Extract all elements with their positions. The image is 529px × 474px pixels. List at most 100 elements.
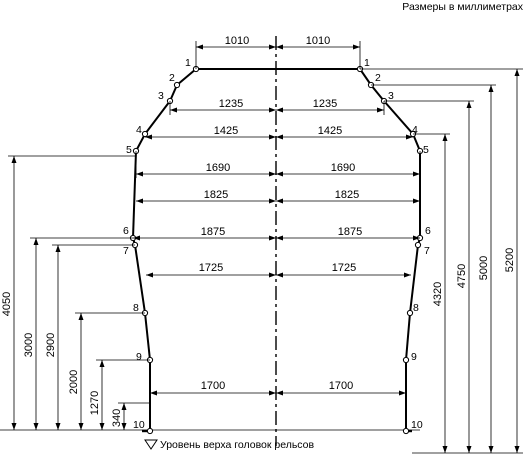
arrow-1825-cr xyxy=(276,198,283,204)
dim-1690-right-label: 1690 xyxy=(331,162,355,174)
arrow-4750-bot xyxy=(466,446,472,453)
arrow-1700-cl xyxy=(269,390,276,396)
point-2-right-label: 2 xyxy=(375,72,381,84)
point-4-right-label: 4 xyxy=(412,124,418,136)
arrow-4050-top xyxy=(11,156,17,163)
point-1-left-label: 1 xyxy=(185,57,191,69)
arrow-1010-l xyxy=(196,44,203,50)
arrow-1235-l xyxy=(170,107,177,113)
arrow-1875-r xyxy=(413,235,420,241)
arrow-340-top xyxy=(121,403,127,410)
point-5-left-label: 5 xyxy=(126,144,132,156)
arrow-5000-bot xyxy=(488,446,494,453)
arrow-1010-cr xyxy=(276,44,283,50)
point-2-left-marker xyxy=(173,81,181,89)
arrow-1690-l xyxy=(136,171,143,177)
dim-4050-label: 4050 xyxy=(1,292,13,316)
arrow-1010-cl xyxy=(269,44,276,50)
arrow-3000-top xyxy=(33,238,39,245)
dim-1875-left-label: 1875 xyxy=(201,226,225,238)
dim-5000-label: 5000 xyxy=(478,256,490,280)
dim-4320-label: 4320 xyxy=(432,282,444,306)
dim-1690-left-label: 1690 xyxy=(206,162,230,174)
dim-1235-right-label: 1235 xyxy=(313,98,337,110)
dim-1725-right-label: 1725 xyxy=(332,262,356,274)
dim-2900-label: 2900 xyxy=(45,333,57,357)
point-8-left-label: 8 xyxy=(133,302,139,314)
arrow-4750-top xyxy=(466,101,472,108)
point-3-right-label: 3 xyxy=(388,90,394,102)
arrow-1825-r xyxy=(413,198,420,204)
arrow-1235-cr xyxy=(276,107,283,113)
units-note: Размеры в миллиметрах xyxy=(402,1,523,13)
arrow-5200-bot xyxy=(514,446,520,453)
point-10-left-label: 10 xyxy=(133,419,145,431)
arrow-1235-cl xyxy=(269,107,276,113)
arrow-1425-r xyxy=(406,134,413,140)
arrow-1875-l xyxy=(133,235,140,241)
point-7-left-label: 7 xyxy=(123,245,129,257)
arrow-1725-cl xyxy=(269,272,276,278)
arrow-1700-r xyxy=(399,390,406,396)
arrow-1875-cl xyxy=(269,235,276,241)
dim-1700-left-label: 1700 xyxy=(201,380,225,392)
arrow-1690-r xyxy=(413,171,420,177)
dim-1270-label: 1270 xyxy=(89,391,101,415)
arrow-340-bot xyxy=(121,423,127,430)
dim-340-label: 340 xyxy=(111,409,123,427)
arrow-5200-top xyxy=(514,69,520,76)
point-9-right-marker xyxy=(402,356,410,364)
arrow-4320-bot xyxy=(442,446,448,453)
point-6-left-label: 6 xyxy=(123,225,129,237)
arrow-1700-cr xyxy=(276,390,283,396)
dim-4750-label: 4750 xyxy=(456,264,468,288)
arrow-2900-top xyxy=(55,245,61,252)
arrow-1875-cr xyxy=(276,235,283,241)
arrow-1825-cl xyxy=(269,198,276,204)
arrow-4050-bot xyxy=(11,423,17,430)
arrow-1010-r xyxy=(353,44,360,50)
dim-1825-right-label: 1825 xyxy=(335,189,359,201)
point-10-right-marker xyxy=(402,427,410,435)
dim-5200-label: 5200 xyxy=(504,248,516,272)
point-4-left-marker xyxy=(141,130,149,138)
arrow-2000-top xyxy=(78,313,84,320)
point-8-right-label: 8 xyxy=(413,302,419,314)
rail-level-triangle-icon xyxy=(144,439,158,450)
dim-1825-left-label: 1825 xyxy=(204,189,228,201)
dim-1010-right-label: 1010 xyxy=(306,35,330,47)
arrow-1700-l xyxy=(150,390,157,396)
point-9-right-label: 9 xyxy=(411,351,417,363)
dim-1700-right-label: 1700 xyxy=(329,380,353,392)
arrow-1270-top xyxy=(99,360,105,367)
arrow-1235-r xyxy=(377,107,384,113)
arrow-1690-cr xyxy=(276,171,283,177)
point-6-right-label: 6 xyxy=(425,225,431,237)
arrow-5000-top xyxy=(488,85,494,92)
arrow-1425-cl xyxy=(269,134,276,140)
arrow-1425-l xyxy=(145,134,152,140)
arrow-2000-bot xyxy=(78,423,84,430)
arrow-1725-cr xyxy=(276,272,283,278)
point-4-left-label: 4 xyxy=(136,124,142,136)
rail-level-note: Уровень верха головок рельсов xyxy=(160,439,315,451)
dim-1235-left-label: 1235 xyxy=(219,98,243,110)
point-2-left-label: 2 xyxy=(169,72,175,84)
point-10-left-marker xyxy=(146,427,154,435)
point-5-right-label: 5 xyxy=(423,144,429,156)
arrow-1725-l xyxy=(146,272,153,278)
point-7-right-label: 7 xyxy=(424,245,430,257)
point-10-right-label: 10 xyxy=(411,419,423,431)
point-7-right-marker xyxy=(414,241,422,249)
arrow-1690-cl xyxy=(269,171,276,177)
arrow-4320-top xyxy=(442,134,448,141)
dim-1425-right-label: 1425 xyxy=(318,125,342,137)
dim-1725-left-label: 1725 xyxy=(199,262,223,274)
point-8-right-marker xyxy=(406,309,414,317)
dim-3000-label: 3000 xyxy=(23,333,35,357)
dim-1010-left-label: 1010 xyxy=(225,35,249,47)
dim-1875-right-label: 1875 xyxy=(338,226,362,238)
point-9-left-label: 9 xyxy=(136,351,142,363)
arrow-1825-l xyxy=(136,198,143,204)
